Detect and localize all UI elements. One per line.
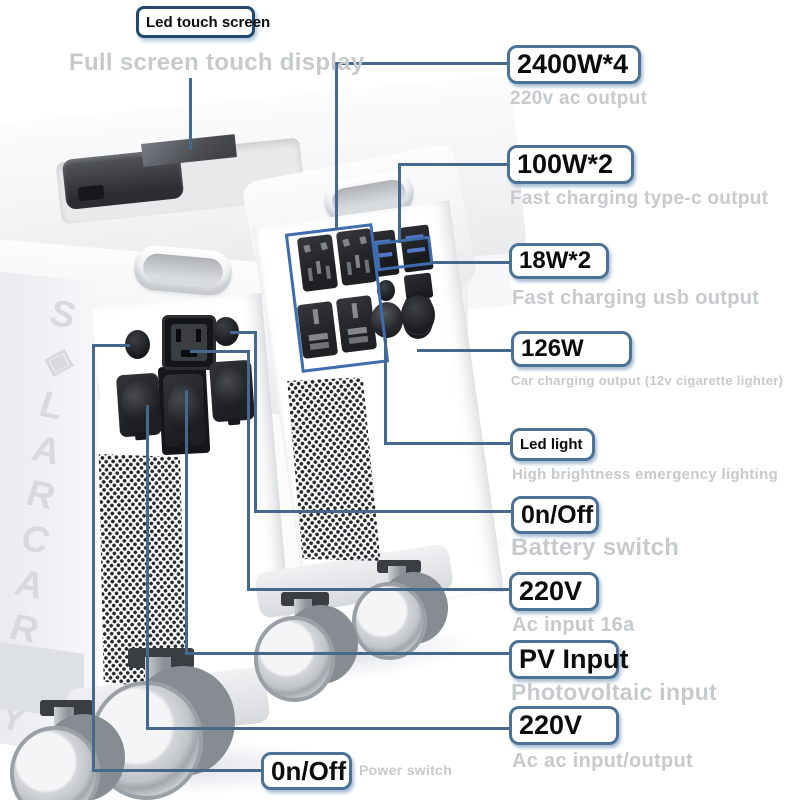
label-text: 2400W*4 bbox=[517, 49, 629, 79]
label-text: PV Input bbox=[519, 644, 629, 674]
label-battery-switch: 0n/Off bbox=[511, 496, 599, 534]
subtitle-photovoltaic-input: Photovoltaic input bbox=[511, 679, 717, 705]
callout-line-ac-output bbox=[335, 62, 338, 230]
label-text: 220V bbox=[519, 576, 583, 606]
callout-line-ac-input bbox=[247, 350, 250, 591]
callout-line-type-c bbox=[398, 163, 401, 243]
subtitle-power-switch: Power switch bbox=[359, 762, 453, 778]
callout-line-ac-input bbox=[247, 588, 511, 591]
label-ac-output-power: 2400W*4 bbox=[507, 45, 641, 84]
label-pv-input: PV Input bbox=[509, 640, 629, 679]
callout-line-battery-switch bbox=[254, 331, 257, 513]
ac-sockets-highlight-box bbox=[284, 223, 390, 373]
caster-wheel bbox=[10, 726, 100, 800]
left-unit-handle-slot bbox=[132, 243, 234, 298]
carry-handle-grip bbox=[77, 184, 105, 202]
callout-line-led-light bbox=[384, 442, 512, 445]
callout-line-pv-input bbox=[185, 390, 188, 655]
caster-wheel bbox=[254, 616, 336, 702]
led-light-lamp bbox=[371, 302, 403, 338]
label-text: 18W*2 bbox=[519, 247, 592, 274]
label-ac-io-voltage: 220V bbox=[509, 706, 619, 745]
callout-line-ac-input bbox=[190, 350, 250, 353]
label-text: Led touch screen bbox=[146, 13, 271, 31]
label-power-switch: 0n/Off bbox=[261, 752, 352, 790]
subtitle-ac-input: Ac input 16a bbox=[512, 614, 635, 636]
ac-output-port-cover bbox=[115, 372, 163, 438]
label-type-c-power: 100W*2 bbox=[507, 145, 634, 184]
callout-line-power-switch bbox=[92, 769, 262, 772]
ac-input-socket-face bbox=[170, 323, 208, 362]
callout-line-display bbox=[189, 78, 192, 150]
subtitle-ac-io: Ac ac input/output bbox=[512, 750, 693, 772]
label-text: 126W bbox=[521, 335, 584, 362]
label-car-charger-power: 126W bbox=[511, 331, 632, 367]
callout-line-usb bbox=[430, 261, 511, 264]
callout-line-battery-switch bbox=[254, 510, 513, 513]
callout-line-ac-io bbox=[146, 727, 511, 730]
callout-line-ac-output bbox=[335, 62, 509, 65]
callout-line-pv-input bbox=[185, 652, 511, 655]
callout-line-ac-io bbox=[146, 405, 149, 730]
caster bbox=[10, 700, 125, 800]
label-led-light: Led light bbox=[510, 428, 595, 461]
subtitle-car-charger: Car charging output (12v cigarette light… bbox=[511, 373, 784, 388]
callout-line-led-light bbox=[384, 338, 387, 444]
label-text: Led light bbox=[520, 436, 583, 453]
label-text: 0n/Off bbox=[521, 500, 594, 529]
label-usb-power: 18W*2 bbox=[509, 243, 609, 279]
label-ac-input-voltage: 220V bbox=[509, 572, 599, 611]
label-text: 0n/Off bbox=[271, 756, 347, 786]
caster-wheel bbox=[352, 582, 427, 660]
oval-button bbox=[377, 280, 395, 301]
callout-line-battery-switch bbox=[230, 331, 257, 334]
ac-input-socket bbox=[162, 315, 216, 370]
callout-line-type-c bbox=[398, 163, 509, 166]
subtitle-type-c-output: Fast charging type-c output bbox=[510, 188, 769, 209]
callout-line-power-switch bbox=[92, 344, 130, 347]
callout-line-car-charger bbox=[417, 349, 513, 352]
label-text: 100W*2 bbox=[517, 149, 614, 179]
car-charger-port bbox=[401, 295, 435, 335]
label-led-touch-screen: Led touch screen bbox=[136, 6, 270, 38]
caster bbox=[352, 560, 448, 660]
callout-line-power-switch bbox=[92, 344, 95, 772]
subtitle-usb-output: Fast charging usb output bbox=[512, 287, 760, 309]
subtitle-battery-switch: Battery switch bbox=[511, 534, 680, 561]
subtitle-led-light: High brightness emergency lighting bbox=[512, 466, 779, 483]
subtitle-ac-output: 220v ac output bbox=[510, 88, 648, 109]
subtitle-full-screen-touch-display: Full screen touch display bbox=[69, 49, 365, 76]
label-text: 220V bbox=[519, 710, 583, 740]
pv-input-port-cover bbox=[162, 373, 206, 447]
caster bbox=[254, 592, 358, 702]
